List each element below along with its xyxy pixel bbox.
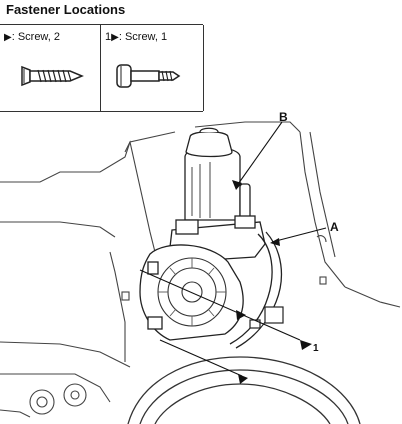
wood-screw-icon <box>21 65 84 87</box>
fastener-cell-screw-1: 1▶: Screw, 1 <box>101 25 204 111</box>
callout-1-label: 1 <box>313 343 319 354</box>
fastener-cell-screw-2: ▶: Screw, 2 <box>0 25 101 111</box>
fastener-label: : Screw, 1 <box>118 31 168 43</box>
fastener-number: 1 <box>105 31 112 43</box>
fastener-table: ▶: Screw, 2 1▶: Screw, 1 <box>0 24 204 112</box>
triangle-marker-icon: ▶ <box>4 32 12 43</box>
triangle-marker-icon: ▶ <box>111 32 119 43</box>
page-title: Fastener Locations <box>6 2 126 17</box>
callout-a-label: A <box>330 220 339 234</box>
shoulder-screw-icon <box>116 64 181 88</box>
callout-b-label: B <box>279 110 288 124</box>
fastener-label: : Screw, 2 <box>11 31 60 43</box>
motor-assembly-diagram <box>0 121 401 424</box>
